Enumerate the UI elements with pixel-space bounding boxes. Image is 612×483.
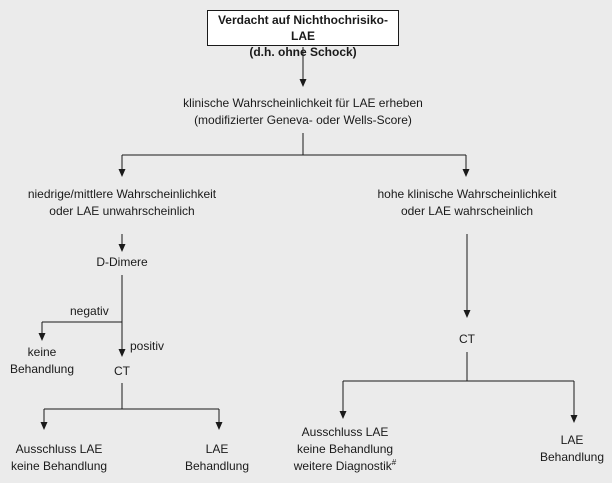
arrowhead bbox=[462, 169, 470, 177]
right-lae-line1: LAE bbox=[560, 433, 584, 447]
left-exclusion-line2: keine Behandlung bbox=[10, 459, 108, 473]
right-exclusion-line1: Ausschluss LAE bbox=[301, 425, 389, 439]
left-exclusion-node: Ausschluss LAE keine Behandlung bbox=[0, 441, 118, 475]
right-lae-node: LAE Behandlung bbox=[530, 432, 612, 466]
edge-label-positive: positiv bbox=[130, 339, 165, 353]
high-probability-node: hohe klinische Wahrscheinlichkeit oder L… bbox=[347, 186, 587, 220]
high-line2: oder LAE wahrscheinlich bbox=[400, 204, 534, 218]
right-exclusion-line2: keine Behandlung bbox=[296, 442, 394, 456]
no-treatment-line1: keine bbox=[27, 345, 57, 359]
arrowhead bbox=[463, 310, 471, 318]
left-exclusion-line1: Ausschluss LAE bbox=[15, 442, 103, 456]
left-lae-line2: Behandlung bbox=[184, 459, 250, 473]
arrowhead bbox=[570, 415, 578, 423]
assess-line2: (modifizierter Geneva- oder Wells-Score) bbox=[194, 113, 412, 127]
right-exclusion-line3: weitere Diagnostik bbox=[293, 459, 392, 473]
right-exclusion-node: Ausschluss LAE keine Behandlung weitere … bbox=[278, 424, 412, 475]
ct-left-node: CT bbox=[102, 363, 142, 380]
edge-label-negative: negativ bbox=[70, 304, 109, 318]
left-lae-node: LAE Behandlung bbox=[172, 441, 262, 475]
low-probability-node: niedrige/mittlere Wahrscheinlichkeit ode… bbox=[2, 186, 242, 220]
arrowhead bbox=[299, 79, 307, 87]
ddimer-label: D-Dimere bbox=[96, 255, 148, 269]
assess-node: klinische Wahrscheinlichkeit für LAE erh… bbox=[163, 95, 443, 129]
arrowhead bbox=[40, 422, 48, 430]
assess-line1: klinische Wahrscheinlichkeit für LAE erh… bbox=[183, 96, 423, 110]
right-exclusion-line3-wrap: weitere Diagnostik# bbox=[278, 458, 412, 475]
start-line1: Verdacht auf Nichthochrisiko-LAE bbox=[217, 13, 389, 43]
no-treatment-line2: Behandlung bbox=[9, 362, 75, 376]
left-lae-line1: LAE bbox=[205, 442, 229, 456]
ct-left-label: CT bbox=[114, 364, 130, 378]
footnote-marker: # bbox=[391, 458, 397, 467]
start-node: Verdacht auf Nichthochrisiko-LAE (d.h. o… bbox=[207, 10, 399, 59]
right-lae-line2: Behandlung bbox=[539, 450, 605, 464]
low-line1: niedrige/mittlere Wahrscheinlichkeit bbox=[27, 187, 217, 201]
arrowhead bbox=[118, 169, 126, 177]
ct-right-node: CT bbox=[437, 331, 497, 348]
ddimer-node: D-Dimere bbox=[72, 254, 172, 271]
arrowhead bbox=[38, 333, 46, 341]
arrowhead bbox=[215, 422, 223, 430]
high-line1: hohe klinische Wahrscheinlichkeit bbox=[377, 187, 557, 201]
no-treatment-node: keine Behandlung bbox=[2, 344, 82, 378]
arrowhead bbox=[118, 349, 126, 357]
ct-right-label: CT bbox=[459, 332, 475, 346]
start-line2: (d.h. ohne Schock) bbox=[249, 45, 357, 59]
low-line2: oder LAE unwahrscheinlich bbox=[49, 204, 195, 218]
arrowhead bbox=[339, 411, 347, 419]
arrowhead bbox=[118, 244, 126, 252]
